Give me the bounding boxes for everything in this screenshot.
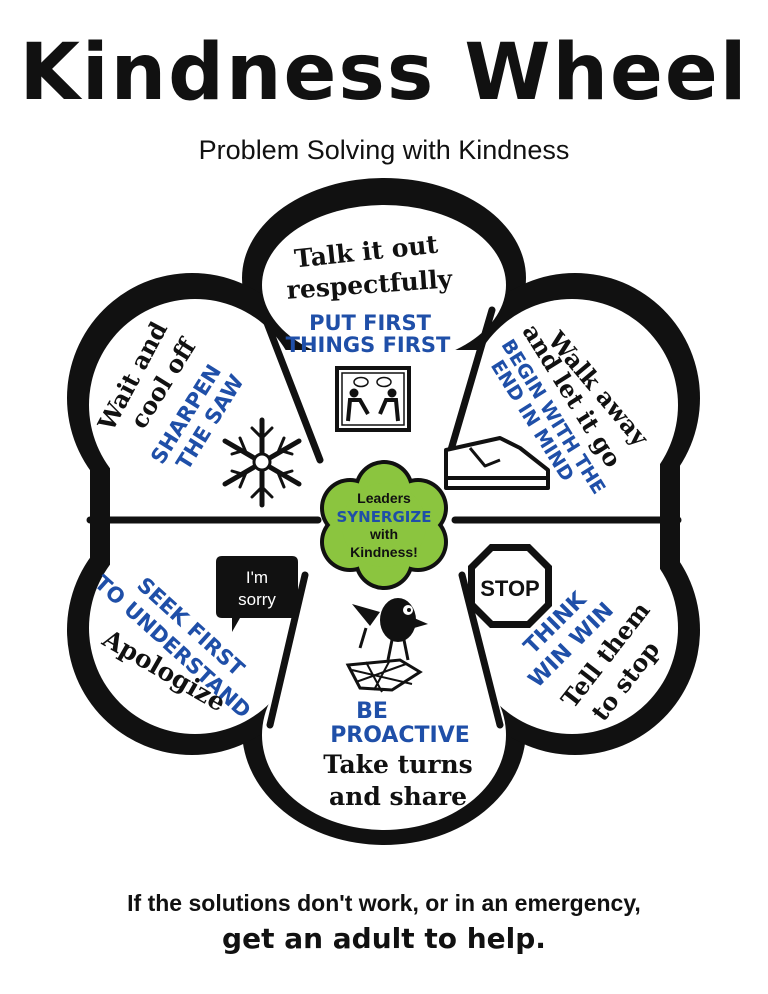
snowflake-icon [222, 417, 302, 508]
bottom-habit-line1: BE [356, 699, 388, 724]
top-habit-line1: PUT FIRST [309, 311, 432, 335]
wheel-dividers [86, 306, 682, 729]
center-line2: SYNERGIZE [336, 508, 431, 526]
top-habit-line2: THINGS FIRST [286, 333, 451, 357]
center-line1: Leaders [357, 490, 411, 506]
footer-line2: get an adult to help. [222, 922, 546, 955]
bottom-solution-line1: Take turns [323, 750, 473, 779]
page-title: Kindness Wheel [19, 28, 749, 118]
stop-sign-text: STOP [480, 576, 540, 601]
petal-bottom: BE PROACTIVE Take turns and share [323, 598, 473, 811]
center-line4: Kindness! [350, 544, 418, 560]
talking-people-icon [335, 366, 411, 432]
bubble-line1: I'm [246, 568, 268, 587]
petal-bottom-left: I'm sorry SEEK FIRST TO UNDERSTAND Apolo… [90, 556, 298, 723]
bubble-line2: sorry [238, 590, 276, 609]
center-badge: Leaders SYNERGIZE with Kindness! [320, 460, 448, 590]
footer-line1: If the solutions don't work, or in an em… [127, 890, 641, 916]
bird-nest-icon [345, 598, 428, 693]
center-line3: with [369, 526, 398, 542]
center-fill [324, 464, 444, 586]
bottom-habit-line2: PROACTIVE [330, 723, 470, 748]
stop-sign-icon: STOP [468, 544, 552, 628]
bottom-solution-line2: and share [329, 782, 467, 811]
speech-bubble-icon: I'm sorry [216, 556, 298, 632]
shoe-icon [444, 436, 550, 490]
page-subtitle: Problem Solving with Kindness [198, 135, 570, 165]
